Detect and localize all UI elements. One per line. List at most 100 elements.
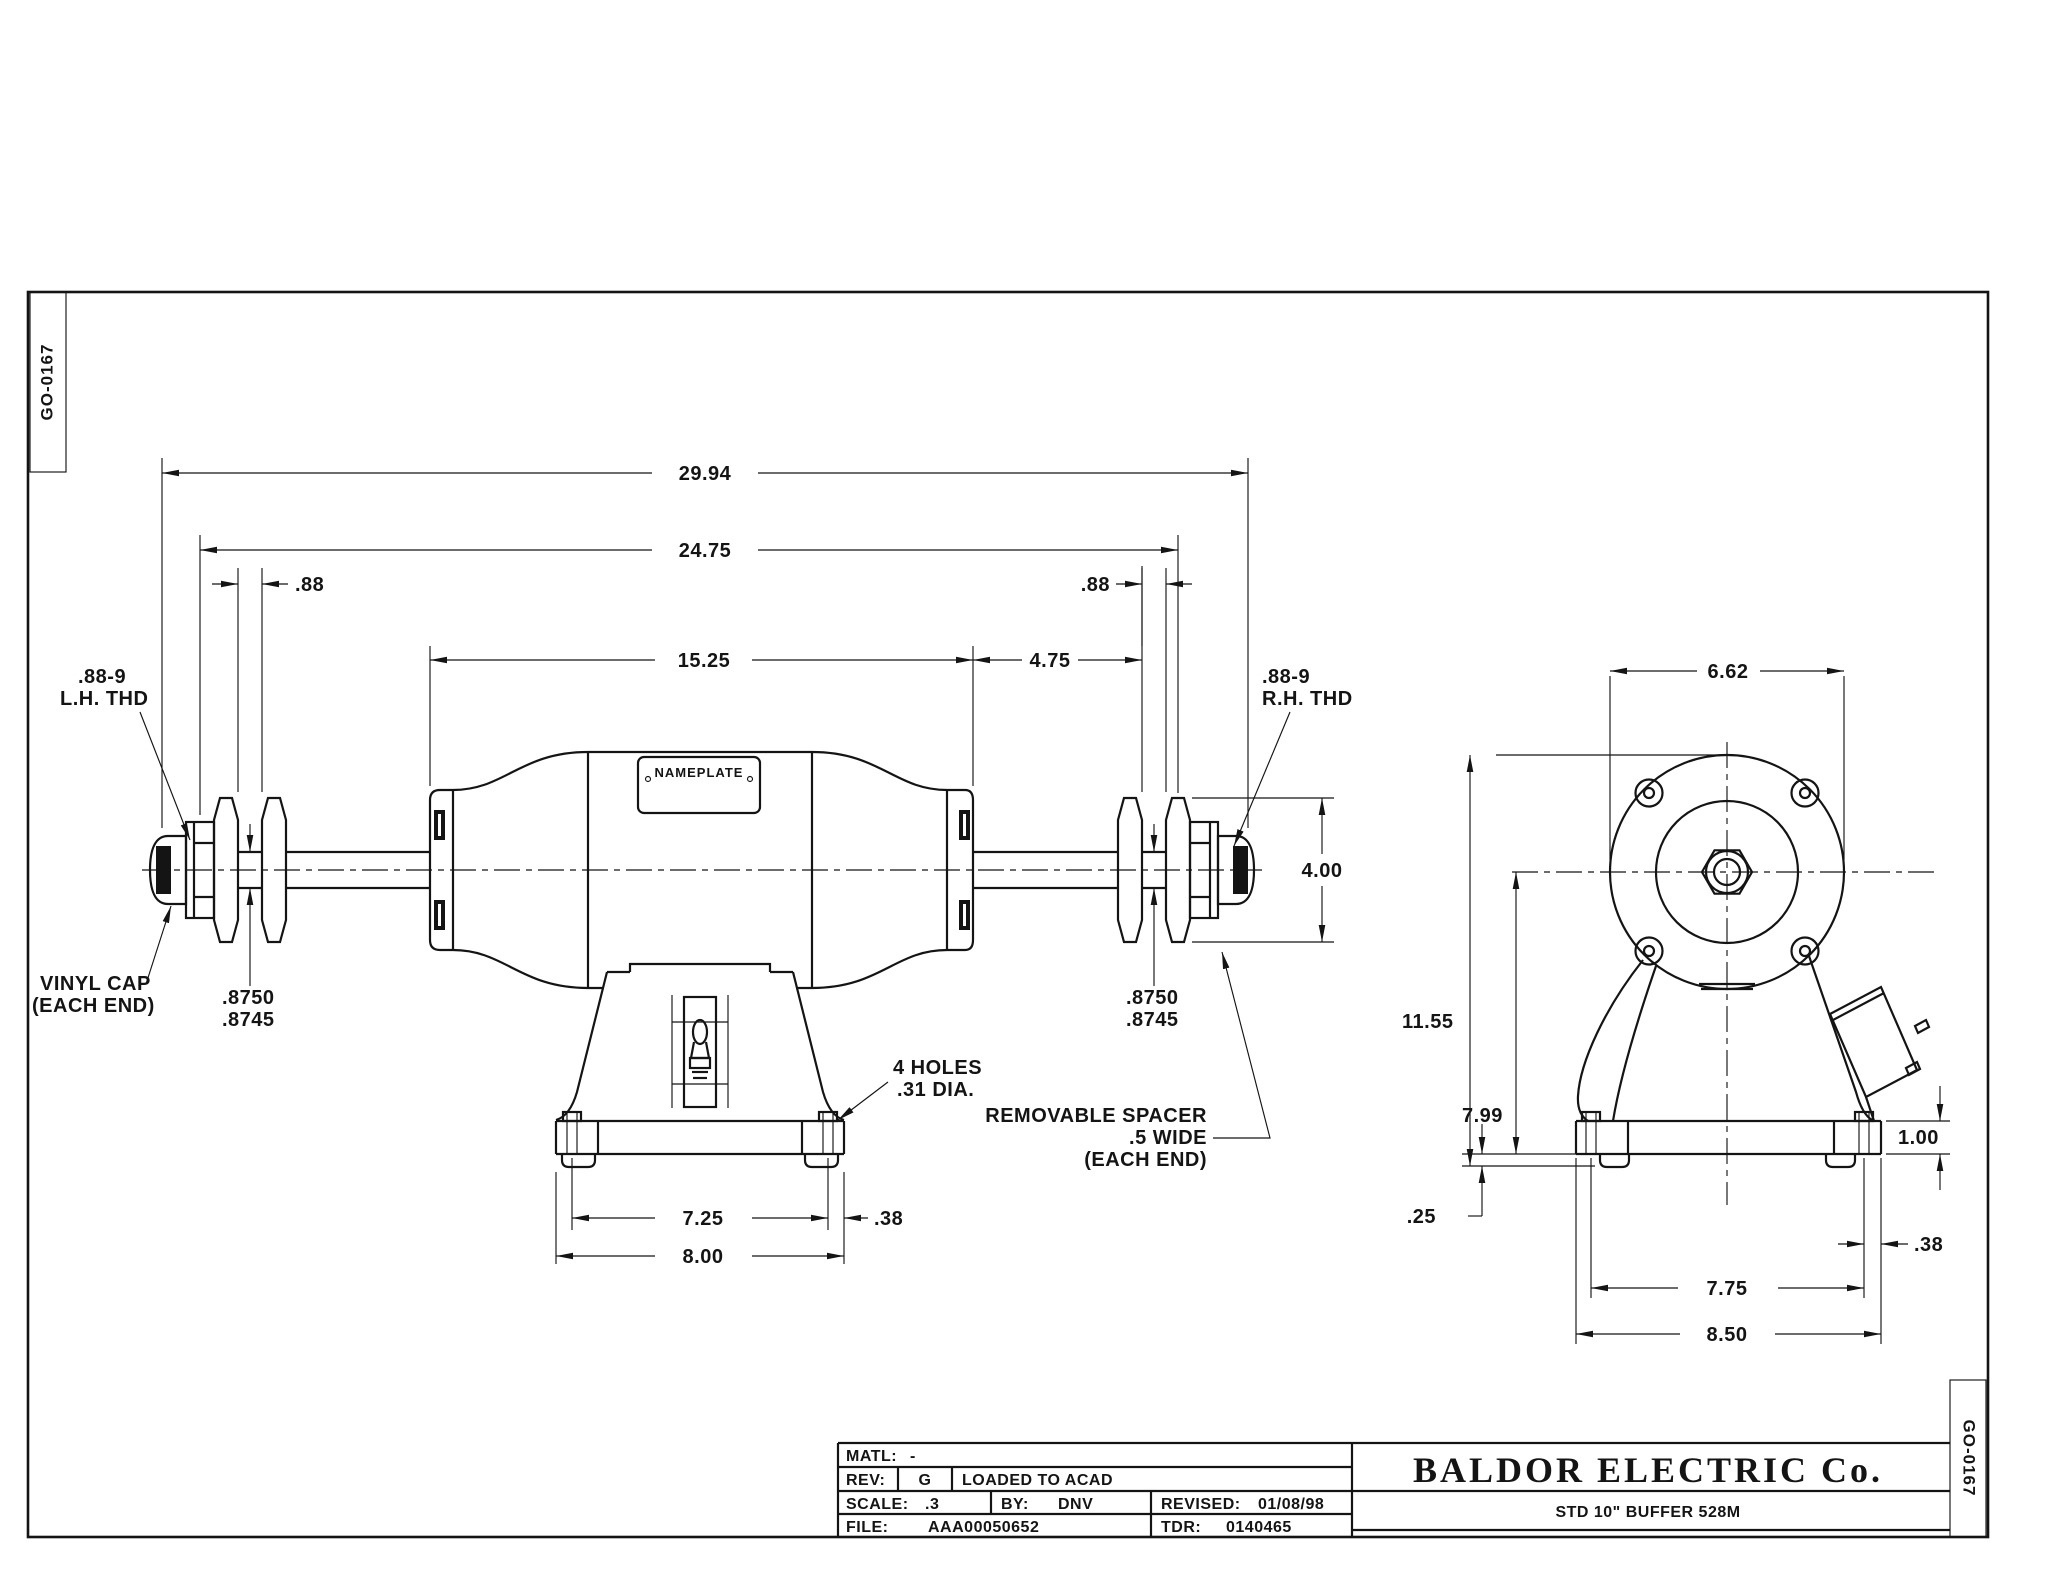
- dim-hole-span: [1590, 1158, 1865, 1298]
- end-view: 6.62 11.55 7.99 1.00 .25: [1402, 661, 1950, 1346]
- dim-face-width-text: 6.62: [1708, 661, 1749, 683]
- rev-note: LOADED TO ACAD: [962, 1472, 1113, 1489]
- shaft-dia-right-line1: .8750: [1126, 987, 1179, 1009]
- thread-right-line1: .88-9: [1262, 666, 1310, 688]
- left-pad: [560, 1154, 597, 1169]
- holes-line2: .31 DIA.: [897, 1079, 974, 1101]
- scale-value: .3: [925, 1496, 939, 1513]
- left-foot-boss: [561, 1110, 583, 1123]
- right-pad: [803, 1154, 840, 1169]
- right-foot-boss: [817, 1110, 839, 1123]
- motor-body: [428, 750, 975, 990]
- dim-foot-span: [571, 1158, 829, 1230]
- bearing-hub: [1654, 799, 1800, 945]
- drawing-border: [26, 290, 1990, 1539]
- dim-foot-height: [1886, 1086, 1950, 1190]
- nameplate: [636, 755, 762, 815]
- by-label: BY:: [1001, 1496, 1029, 1513]
- dim-overall-height-text: 11.55: [1402, 1011, 1453, 1033]
- pedestal: [554, 962, 846, 1169]
- dim-spacer-gap-right-text: .88: [1081, 574, 1110, 596]
- dim-body-text: 15.25: [678, 650, 731, 672]
- bolt-holes: [1634, 778, 1820, 966]
- left-thread-leader: [139, 711, 191, 841]
- spacer-note-line3: (EACH END): [1084, 1149, 1207, 1171]
- dim-shaft-ext: [973, 566, 1143, 664]
- dim-spacer-od: [1192, 797, 1334, 943]
- shaft-dia-right-line2: .8745: [1126, 1009, 1179, 1031]
- dim-end-base-width: [1575, 1158, 1882, 1344]
- dim-shaft-total: [199, 535, 1179, 815]
- dim-edge-offset-text: .38: [1914, 1234, 1943, 1256]
- dim-edge-offset: [1838, 1158, 1908, 1256]
- right-cap-core: [1233, 846, 1248, 894]
- dim-center-height: [1462, 872, 1576, 1155]
- tdr-value: 0140465: [1226, 1519, 1292, 1536]
- dim-end-base-width-text: 8.50: [1707, 1324, 1748, 1346]
- scale-label: SCALE:: [846, 1496, 909, 1513]
- dim-spacer-gap-left-text: .88: [295, 574, 324, 596]
- front-view: NAMEPLATE: [32, 458, 1353, 1268]
- end-base: [1574, 1110, 1883, 1169]
- nameplate-hole-left: [644, 775, 652, 783]
- dim-spacer-gap-right: [1116, 568, 1192, 792]
- dim-overall-length: [161, 458, 1249, 828]
- dim-center-height-text: 7.99: [1462, 1105, 1503, 1127]
- dim-overall-text: 29.94: [679, 463, 732, 485]
- spacer-note-line1: REMOVABLE SPACER: [985, 1105, 1207, 1127]
- rev-label: REV:: [846, 1472, 885, 1489]
- tdr-label: TDR:: [1161, 1519, 1201, 1536]
- dim-spacer-gap-left: [212, 568, 288, 792]
- vinyl-cap-leader: [145, 905, 172, 985]
- dim-foot-height-text: 1.00: [1898, 1127, 1939, 1149]
- revised-label: REVISED:: [1161, 1496, 1241, 1513]
- shaft-dia-left-line1: .8750: [222, 987, 275, 1009]
- revised-value: 01/08/98: [1258, 1496, 1324, 1513]
- corner-label-top: GO-0167: [37, 344, 56, 421]
- toggle-switch: [671, 995, 729, 1109]
- dim-hole-span-text: 7.75: [1707, 1278, 1748, 1300]
- dim-spacer-od-text: 4.00: [1302, 860, 1343, 882]
- left-spacer-inner: [212, 796, 240, 944]
- by-value: DNV: [1058, 1496, 1093, 1513]
- dim-shaft-ext-text: 4.75: [1030, 650, 1071, 672]
- right-vinyl-cap: [1216, 834, 1256, 906]
- right-spacer-outer: [1164, 796, 1192, 944]
- thread-left-line2: L.H. THD: [60, 688, 148, 710]
- holes-leader: [837, 1081, 889, 1121]
- dim-foot-offset-text: .38: [874, 1208, 903, 1230]
- right-spacer-inner: [1116, 796, 1144, 944]
- left-cap-core: [156, 846, 171, 894]
- shaft-hex-nut: [1700, 849, 1754, 895]
- left-spacer-outer: [260, 796, 288, 944]
- thread-left-line1: .88-9: [78, 666, 126, 688]
- thread-right-line2: R.H. THD: [1262, 688, 1353, 710]
- vinyl-cap-line1: VINYL CAP: [40, 973, 151, 995]
- file-value: AAA00050652: [928, 1519, 1039, 1536]
- file-label: FILE:: [846, 1519, 889, 1536]
- dim-pad-height-text: .25: [1407, 1206, 1436, 1228]
- title-block: MATL: - REV: G LOADED TO ACAD SCALE: .3 …: [836, 1441, 1950, 1537]
- dim-pad-height: [1468, 1124, 1486, 1217]
- matl-label: MATL:: [846, 1448, 897, 1465]
- dim-face-width: [1609, 667, 1845, 860]
- shaft-dia-left-line2: .8745: [222, 1009, 275, 1031]
- spacer-note-line2: .5 WIDE: [1129, 1127, 1207, 1149]
- left-vinyl-cap: [148, 834, 188, 906]
- corner-label-bottom: GO-0167: [1960, 1420, 1979, 1497]
- right-thread-leader: [1233, 711, 1291, 847]
- dim-foot-span-text: 7.25: [683, 1208, 724, 1230]
- dim-shaft-total-text: 24.75: [679, 540, 732, 562]
- matl-value: -: [910, 1448, 916, 1465]
- dim-base-width-text: 8.00: [683, 1246, 724, 1268]
- rev-value: G: [919, 1472, 932, 1489]
- spacer-note-leader: [1213, 951, 1271, 1139]
- conduit-box: [1828, 985, 1931, 1099]
- company-name: BALDOR ELECTRIC Co.: [1413, 1450, 1883, 1490]
- dim-body-length: [429, 646, 974, 786]
- toggle-lever: [691, 1018, 709, 1046]
- nameplate-hole-right: [746, 775, 754, 783]
- dim-base-width: [555, 1172, 845, 1264]
